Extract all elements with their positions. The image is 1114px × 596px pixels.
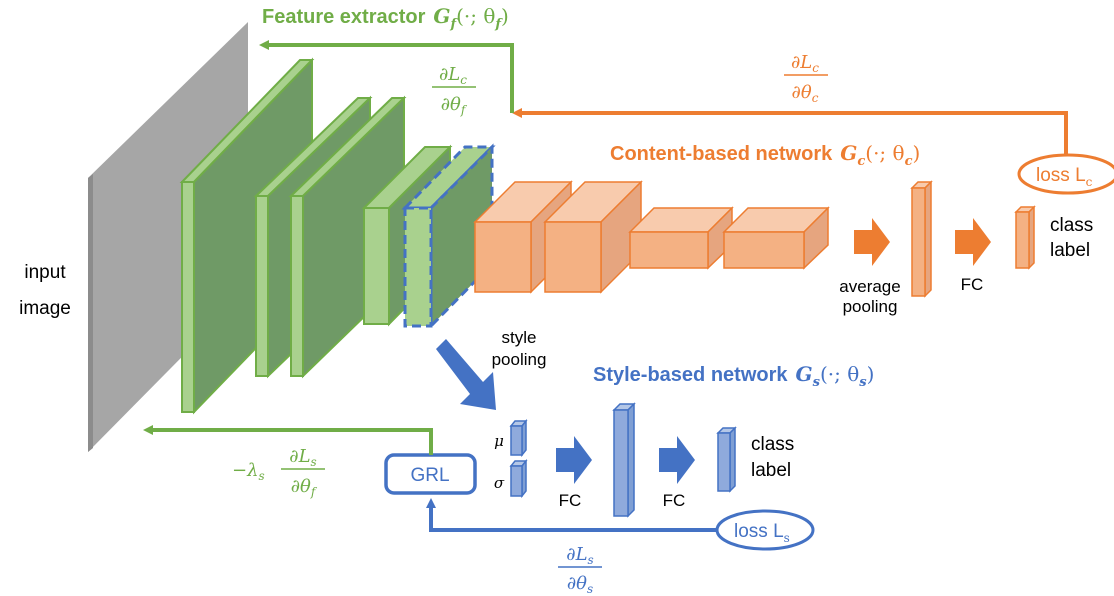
average-pooling-label-line2: pooling (843, 297, 898, 316)
style-pooling-label-line2: pooling (492, 350, 547, 369)
grad-c-f-numerator: ∂Lc (439, 64, 467, 87)
grad-s-s-denominator: ∂θs (567, 573, 593, 596)
style-pooling-arrow-icon (436, 339, 496, 410)
style-hidden-vector (612, 402, 636, 518)
input-image-label-line1: input (24, 262, 66, 283)
avg-pool-arrow-icon (854, 218, 890, 266)
fc-content-label: FC (961, 275, 984, 294)
style-gradient-arrow (426, 498, 717, 532)
mu-vector (509, 418, 528, 458)
style-output-vector (716, 426, 737, 493)
fc-content-arrow-icon (955, 218, 991, 266)
fc-style-arrow-2-icon (659, 436, 695, 484)
fc-style-arrow-1-icon (556, 436, 592, 484)
fc-style-label-1: FC (559, 491, 582, 510)
average-pooling-label-line1: average (839, 277, 900, 296)
loss-s-label: loss Ls (734, 521, 790, 545)
style-pooling-label-line1: style (502, 328, 537, 347)
content-layer-2 (543, 180, 643, 294)
sigma-label: σ (494, 474, 505, 492)
input-image-plane (88, 22, 248, 452)
input-image-label-line2: image (19, 298, 71, 319)
feature-gradient-bottom-arrow (143, 425, 433, 455)
grl-label: GRL (410, 465, 449, 486)
grad-c-c-denominator: ∂θc (792, 82, 819, 105)
grad-c-c-numerator: ∂Lc (791, 52, 819, 75)
sigma-vector (509, 458, 528, 499)
fc-style-label-2: FC (663, 491, 686, 510)
grad-s-f-prefix: −λs (232, 460, 265, 483)
grad-c-f-fraction: ∂Lc ∂θf (432, 64, 476, 117)
content-pooled-vector (910, 180, 933, 298)
grad-s-f-numerator: ∂Ls (289, 446, 316, 469)
class-label-style-line1: class (751, 434, 794, 455)
feature-layer-5-highlighted (401, 143, 496, 330)
grad-s-f-denominator: ∂θf (291, 476, 318, 499)
class-label-style-line2: label (751, 460, 791, 481)
grad-s-s-numerator: ∂Ls (566, 544, 593, 567)
content-output-vector (1014, 205, 1036, 270)
loss-c-label: loss Lc (1036, 165, 1093, 189)
class-label-content-line2: label (1050, 240, 1090, 261)
content-layer-4 (722, 206, 830, 270)
grad-s-f-fraction: −λs ∂Ls ∂θf (232, 446, 325, 499)
loss-c-node (1017, 153, 1114, 195)
class-label-content-line1: class (1050, 215, 1093, 236)
feature-gradient-top-arrow (259, 40, 514, 113)
content-layer-3 (628, 206, 734, 270)
mu-label: μ (494, 432, 504, 450)
grad-s-s-fraction: ∂Ls ∂θs (558, 544, 602, 596)
grad-c-f-denominator: ∂θf (441, 94, 468, 117)
grad-c-c-fraction: ∂Lc ∂θc (784, 52, 828, 105)
